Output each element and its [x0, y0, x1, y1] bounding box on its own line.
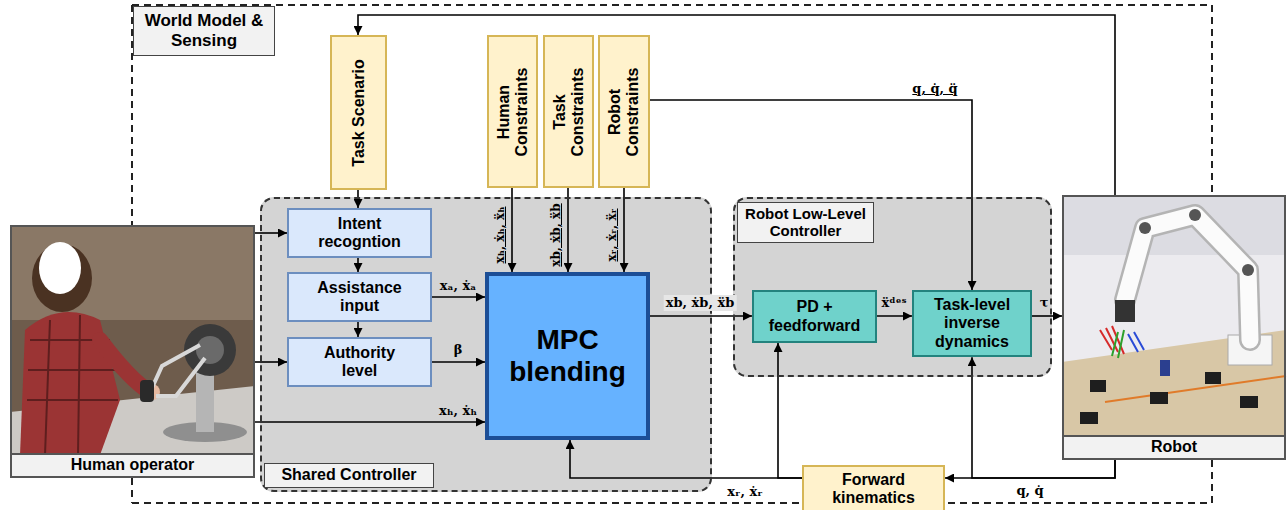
- node-text: Authority level: [309, 344, 410, 381]
- node-text: Human operator: [71, 456, 195, 474]
- region-title-box: Shared Controller: [264, 463, 434, 488]
- signal-label-holder: xᵣ, ẋᵣ, ẍᵣ: [602, 208, 620, 261]
- signal-label: xᵣ, ẋᵣ, ẍᵣ: [605, 208, 619, 261]
- task-scenario-box: Task Scenario: [330, 35, 387, 190]
- low-level-controller-fill: [733, 197, 1052, 377]
- signal-label-holder: β: [454, 340, 463, 358]
- connector-arrow: [357, 258, 359, 272]
- node-text: Robot Constraints: [606, 58, 643, 166]
- process-box: Task-level inverse dynamics: [912, 290, 1032, 357]
- connector-arrow: [255, 421, 485, 423]
- vertical-text-holder: Task Constraints: [550, 58, 587, 166]
- connector-arrow: [358, 15, 1115, 195]
- connector-arrow: [650, 100, 972, 290]
- signal-label: q, q̇: [1016, 483, 1043, 499]
- signal-label: τ: [1040, 295, 1049, 311]
- vertical-text-holder: Robot Constraints: [606, 58, 643, 166]
- signal-label-holder: xₕ, ẋₕ, ẍₕ: [490, 207, 508, 264]
- node-text: PD + feedforward: [766, 298, 863, 335]
- signal-label-holder: xb, ẋb, ẍb: [664, 293, 737, 311]
- connector-arrow: [945, 460, 1115, 478]
- signal-label: xₕ, ẋₕ, ẍₕ: [493, 207, 507, 264]
- world-model-outline: [132, 5, 1212, 503]
- node-text: Task Constraints: [550, 58, 587, 166]
- signal-label-holder: xₐ, ẋₐ: [440, 276, 477, 294]
- connector-arrow: [432, 296, 485, 298]
- signal-label: ẍᵈᵉˢ: [881, 295, 906, 311]
- low-level-controller-region: Robot Low-Level Controller PD + feedforwa…: [733, 197, 1052, 377]
- region-title-box: Robot Low-Level Controller: [737, 202, 874, 243]
- operator-photo: [10, 225, 255, 455]
- signal-label: xₕ, ẋₕ: [439, 403, 477, 419]
- signal-label-holder: xᵣ, ẋᵣ: [727, 482, 762, 500]
- vertical-text-holder: Task Scenario: [349, 43, 367, 183]
- signal-label-holder: xₕ, ẋₕ: [439, 401, 477, 419]
- robot-panel: Robot: [1062, 195, 1286, 460]
- node-text: World Model & Sensing: [138, 11, 270, 50]
- signal-label: β: [454, 342, 463, 358]
- robot-photo: [1062, 195, 1286, 435]
- kinematics-box: Forward kinematics: [802, 465, 945, 510]
- connector-arrow: [357, 190, 359, 208]
- node-text: Human Constraints: [494, 58, 531, 166]
- node-text: Task-level inverse dynamics: [922, 296, 1022, 351]
- connector-arrow: [357, 322, 359, 337]
- process-box: Intent recogntion: [287, 208, 432, 258]
- node-text: Shared Controller: [281, 466, 416, 484]
- signal-label: xₐ, ẋₐ: [440, 278, 477, 294]
- signal-label-holder: q, q̇: [1016, 481, 1043, 499]
- constraint-box: Task Constraints: [543, 35, 594, 188]
- connector-arrow: [511, 188, 513, 272]
- signal-label: xb, ẋb, ẍb: [549, 203, 563, 266]
- operator-panel: Human operator: [10, 225, 255, 478]
- node-text: MPC blending: [509, 324, 626, 388]
- constraint-box: Human Constraints: [487, 35, 538, 188]
- vertical-text-holder: Human Constraints: [494, 58, 531, 166]
- connector-arrow: [877, 315, 912, 317]
- process-box: PD + feedforward: [752, 290, 877, 343]
- signal-label-holder: τ: [1040, 293, 1049, 311]
- signal-label: xb, ẋb, ẍb: [664, 295, 737, 311]
- process-box: Authority level: [287, 337, 432, 387]
- node-text: Forward kinematics: [824, 471, 923, 508]
- signal-label: xᵣ, ẋᵣ: [727, 484, 762, 500]
- mpc-box: MPC blending: [485, 272, 650, 440]
- process-box: Assistance input: [287, 272, 432, 322]
- connector-arrow: [650, 315, 752, 317]
- connector-arrow: [778, 343, 802, 478]
- region-title-box: World Model & Sensing: [133, 6, 275, 56]
- constraint-box: Robot Constraints: [598, 35, 650, 188]
- node-text: Robot Low-Level Controller: [742, 205, 869, 240]
- connector-arrow: [623, 188, 625, 272]
- signal-label-holder: ẍᵈᵉˢ: [881, 293, 906, 311]
- node-text: Intent recogntion: [309, 215, 410, 252]
- node-text: Task Scenario: [349, 43, 367, 183]
- connector-arrow: [432, 361, 485, 363]
- connector-arrow: [567, 188, 569, 272]
- world-model-region: World Model & SensingTask Scenario Human …: [132, 5, 1212, 503]
- node-text: Assistance input: [309, 279, 410, 316]
- node-text: Robot: [1151, 438, 1197, 456]
- panel-caption-strip: Human operator: [12, 453, 253, 476]
- signal-label: q, q̇, q̈: [912, 81, 957, 97]
- connector-arrow: [1032, 315, 1062, 317]
- panel-caption-strip: Robot: [1064, 435, 1284, 458]
- connector-arrow: [570, 440, 802, 478]
- shared-controller-region: Shared Controller Intent recogntionAssist…: [260, 197, 712, 492]
- shared-controller-fill: [260, 197, 712, 492]
- signal-label-holder: q, q̇, q̈: [912, 79, 957, 97]
- signal-label-holder: xb, ẋb, ẍb: [546, 203, 564, 266]
